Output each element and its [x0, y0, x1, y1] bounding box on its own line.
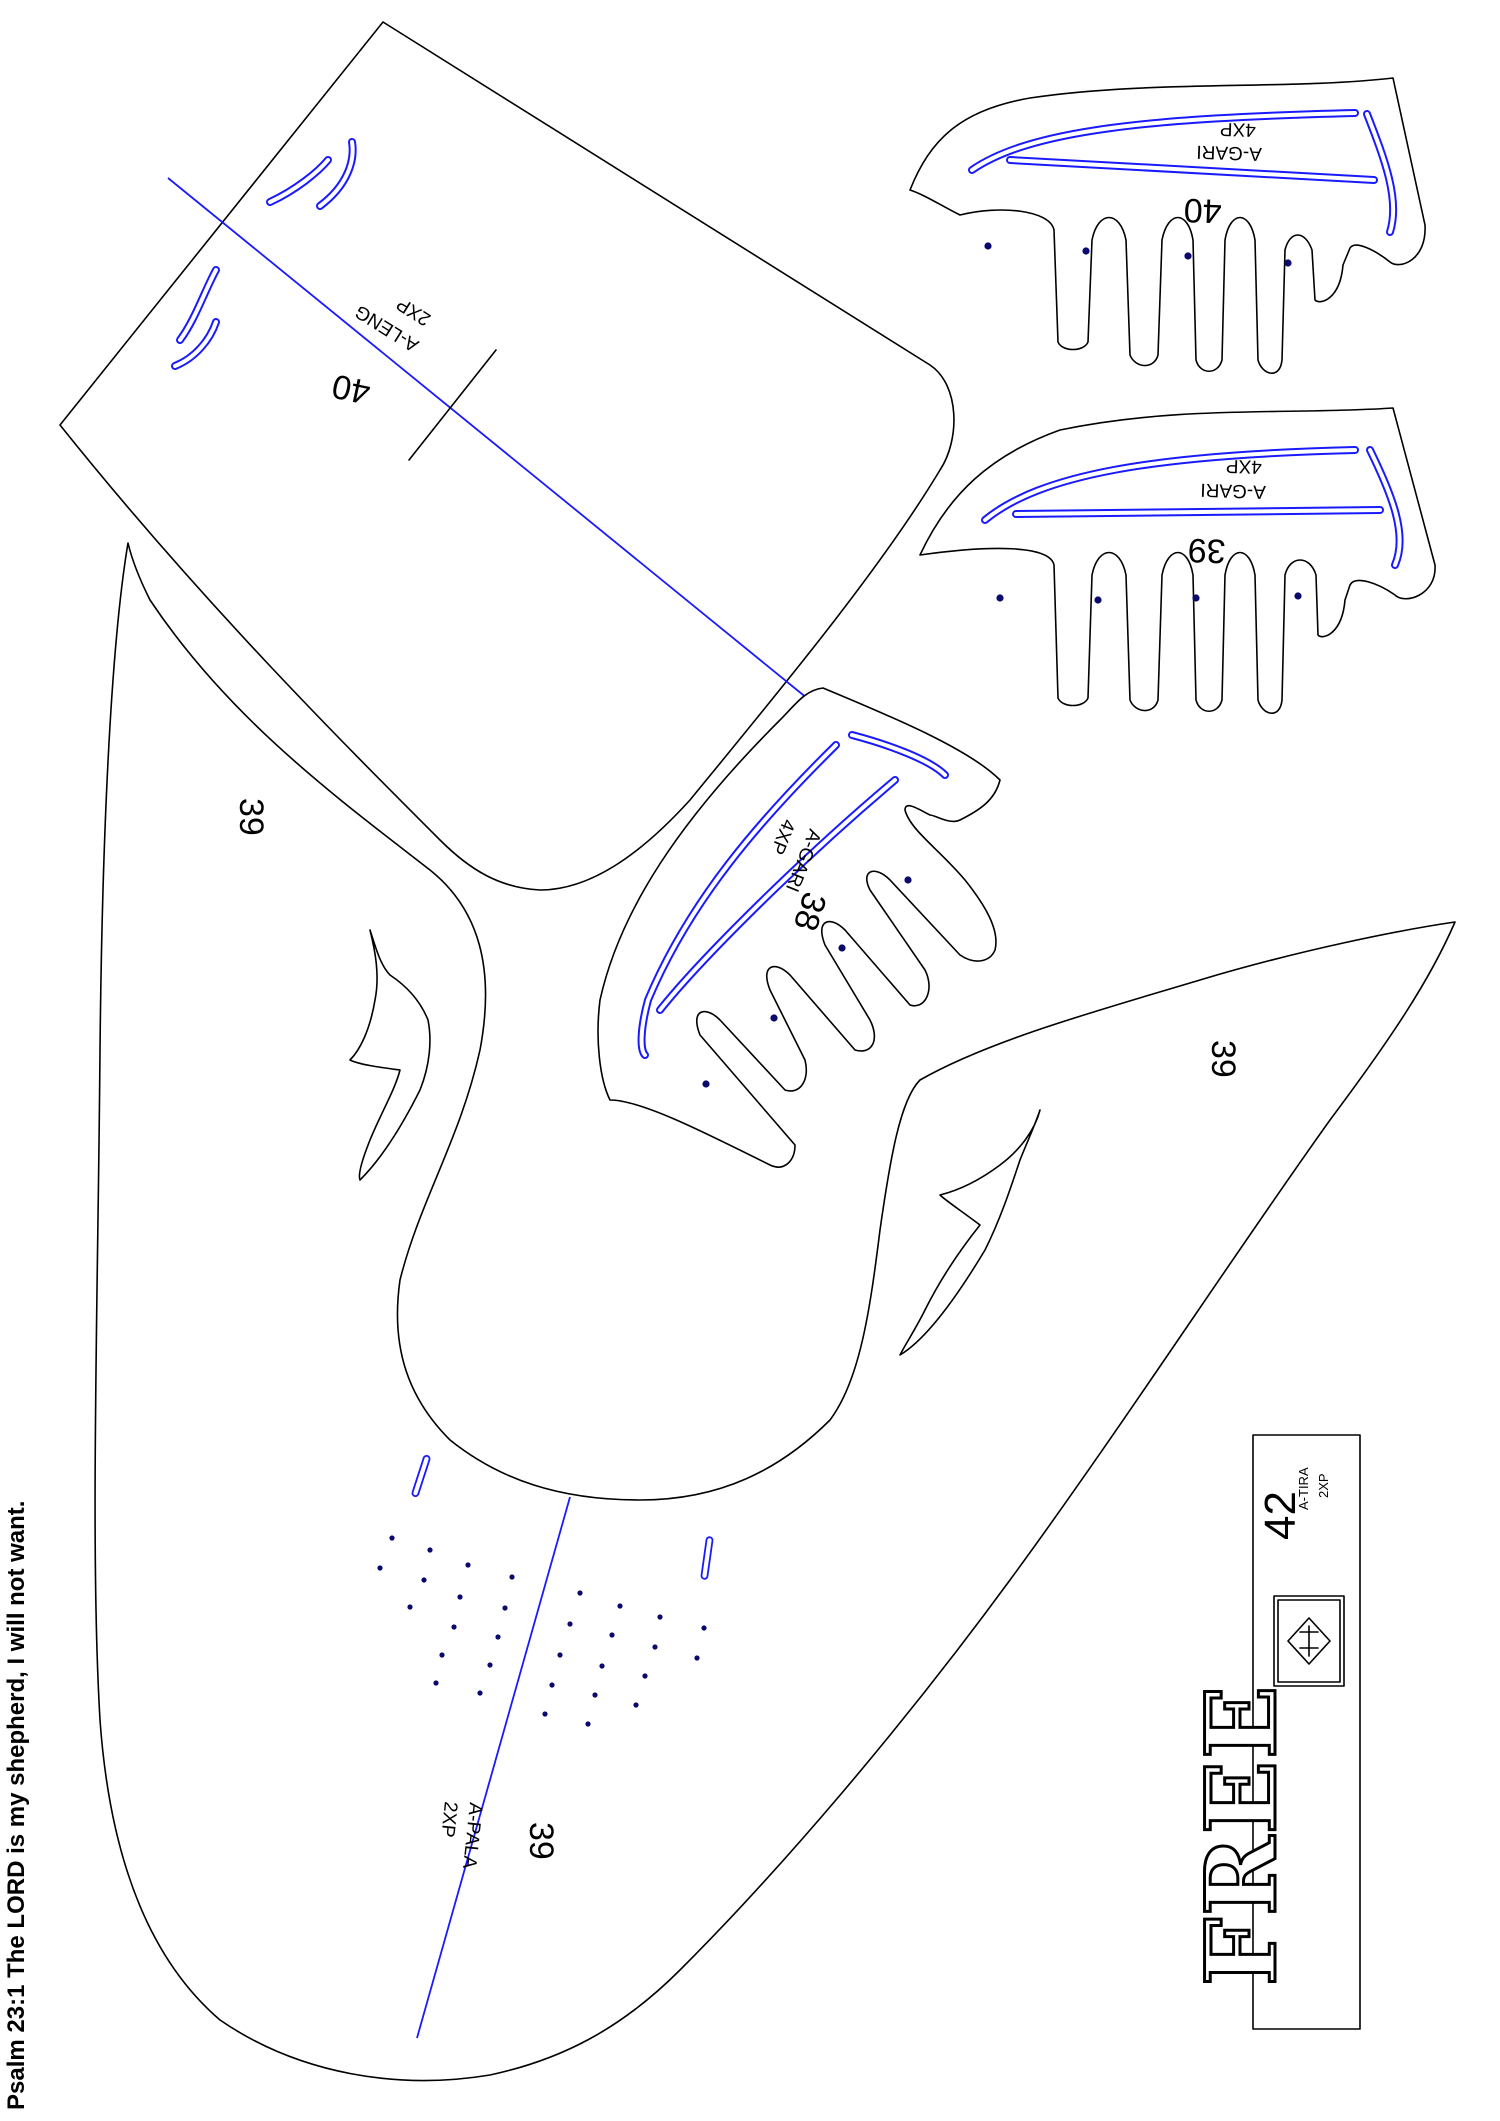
gari-39-code: A-GARI [1200, 479, 1266, 502]
leng-notch-line [408, 349, 497, 461]
pala-number-top: 39 [232, 798, 270, 836]
tira-outline [1252, 1434, 1361, 2030]
pala-code: A-PALA [458, 1801, 486, 1869]
pala-number-right: 39 [1204, 1040, 1242, 1078]
pala-number-bottom: 39 [522, 1822, 560, 1860]
pala-flap-cut-right [899, 1109, 1041, 1356]
gari-40-qty: 4XP [1220, 118, 1257, 140]
piece-gari-40: 40 A-GARI 4XP [909, 77, 1426, 374]
leng-outline [59, 21, 955, 891]
piece-gari-38: 38 A-GARI 4XP [597, 687, 1001, 1168]
piece-leng: 40 A-LENG 2XP [59, 21, 955, 891]
tira-logo-emblem [1287, 1617, 1331, 1665]
gari-40-code: A-GARI [1196, 141, 1262, 164]
piece-pala: 39 39 39 A-PALA 2XP [94, 542, 1456, 2082]
gari-38-outline [597, 687, 1001, 1168]
verse-text: Psalm 23:1 The LORD is my shepherd, I wi… [3, 1501, 30, 2110]
tira-code: A-TIRA [1296, 1467, 1311, 1510]
pala-qty: 2XP [436, 1800, 461, 1838]
pala-flap-cut-left [349, 929, 431, 1181]
tira-number: 42 [1256, 1491, 1305, 1540]
tira-logo-box [1273, 1595, 1345, 1687]
tira-logo-text: FREE [1185, 1684, 1298, 1986]
piece-gari-39: 39 A-GARI 4XP [919, 407, 1436, 714]
gari-40-number: 40 [1183, 191, 1222, 230]
tira-qty: 2XP [1316, 1473, 1331, 1498]
piece-tira: FREE 42 A-TIRA 2XP [1184, 1434, 1361, 2030]
leng-fold-line [167, 177, 814, 704]
pala-marker-dots [377, 1535, 707, 1727]
gari-39-qty: 4XP [1226, 455, 1263, 477]
leng-number: 40 [329, 366, 374, 411]
gari-39-number: 39 [1187, 531, 1226, 570]
gari-40-outline [909, 77, 1426, 374]
pala-fold-line [416, 1496, 571, 2039]
pala-slot-right [700, 1536, 714, 1580]
pala-outline [94, 542, 1456, 2082]
pala-slot-left [411, 1454, 431, 1498]
gari-39-outline [919, 407, 1436, 714]
